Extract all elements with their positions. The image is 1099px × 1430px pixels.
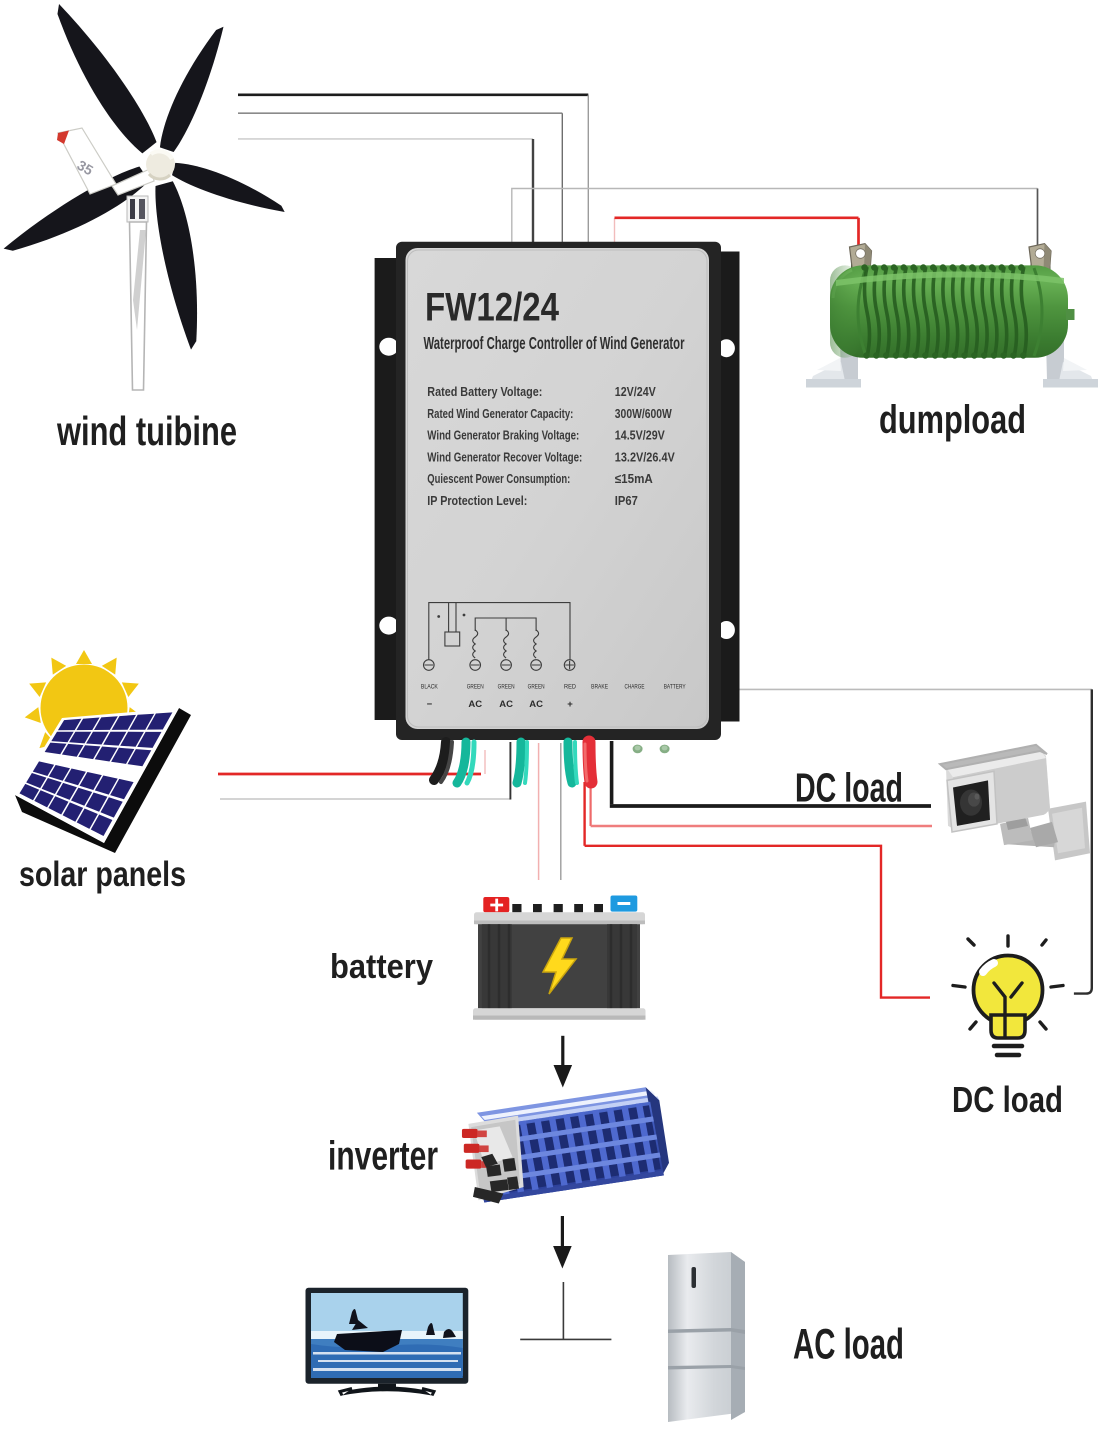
svg-text:inverter: inverter	[328, 1133, 438, 1179]
svg-text:DC load: DC load	[952, 1079, 1063, 1120]
svg-text:12V/24V: 12V/24V	[615, 384, 656, 399]
svg-text:14.5V/29V: 14.5V/29V	[615, 428, 665, 443]
svg-text:BATTERY: BATTERY	[664, 684, 686, 691]
svg-text:AC: AC	[529, 699, 543, 710]
svg-text:DC load: DC load	[795, 765, 903, 811]
svg-text:GREEN: GREEN	[498, 684, 515, 691]
svg-text:BLACK: BLACK	[421, 684, 438, 691]
svg-text:≤15mA: ≤15mA	[615, 471, 653, 486]
svg-text:Wind Generator Recover Voltage: Wind Generator Recover Voltage:	[427, 449, 582, 464]
svg-text:FW12/24: FW12/24	[425, 286, 560, 330]
svg-text:battery: battery	[330, 948, 433, 986]
svg-text:RED: RED	[564, 684, 576, 691]
svg-text:solar panels: solar panels	[19, 855, 186, 894]
svg-text:BRAKE: BRAKE	[591, 684, 608, 691]
svg-text:IP67: IP67	[615, 493, 638, 508]
svg-text:13.2V/26.4V: 13.2V/26.4V	[615, 449, 675, 464]
svg-text:AC: AC	[499, 699, 513, 710]
svg-text:GREEN: GREEN	[467, 684, 484, 691]
svg-text:Waterproof Charge Controller o: Waterproof Charge Controller of Wind Gen…	[424, 333, 685, 353]
svg-text:300W/600W: 300W/600W	[615, 406, 673, 421]
svg-text:Quiescent Power Consumption:: Quiescent Power Consumption:	[427, 471, 570, 486]
svg-text:GREEN: GREEN	[528, 684, 545, 691]
svg-text:35: 35	[75, 157, 97, 179]
svg-text:CHARGE: CHARGE	[625, 684, 645, 691]
svg-text:AC: AC	[468, 699, 482, 710]
svg-text:wind tuibine: wind tuibine	[56, 408, 237, 454]
svg-text:+: +	[567, 699, 573, 710]
svg-text:dumpload: dumpload	[879, 398, 1026, 442]
svg-text:Rated Wind Generator Capacity:: Rated Wind Generator Capacity:	[427, 406, 573, 421]
svg-text:AC load: AC load	[793, 1321, 904, 1369]
svg-text:Wind Generator Braking Voltage: Wind Generator Braking Voltage:	[427, 428, 579, 443]
svg-text:−: −	[427, 699, 433, 710]
svg-text:Rated Battery Voltage:: Rated Battery Voltage:	[427, 384, 542, 399]
svg-text:IP Protection Level:: IP Protection Level:	[427, 493, 527, 508]
